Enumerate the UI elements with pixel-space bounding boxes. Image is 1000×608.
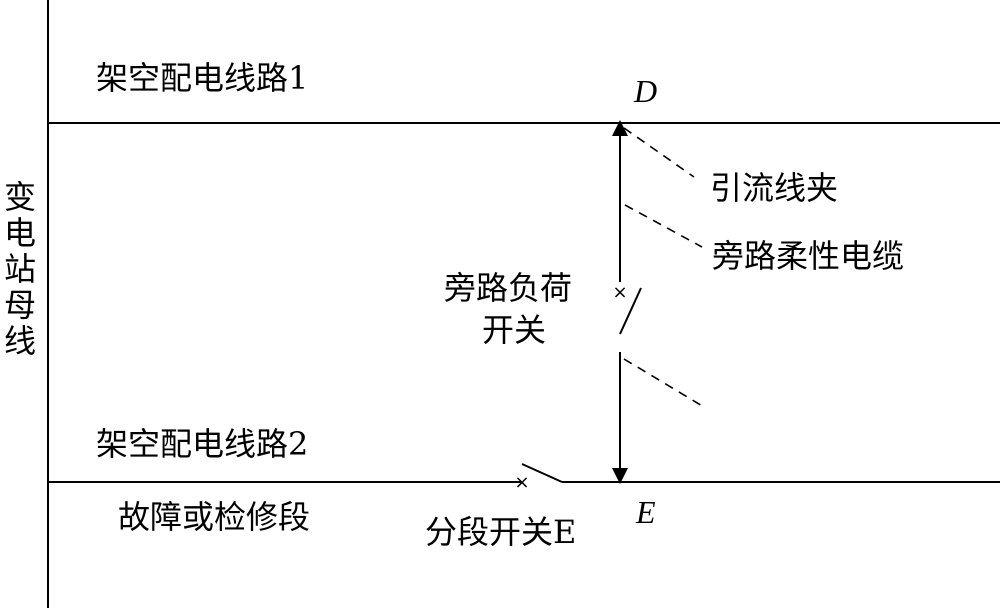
cable-label: 旁路柔性电缆 xyxy=(712,237,905,275)
point-d-label: D xyxy=(634,73,658,109)
section-switch-pivot-icon: × xyxy=(514,472,529,493)
section-switch-blade xyxy=(521,463,563,483)
cable-leader-line xyxy=(624,204,703,248)
load-switch-label-line1: 旁路负荷 xyxy=(444,269,573,307)
point-e-label: E xyxy=(636,494,656,530)
section-switch-label: 分段开关E xyxy=(425,513,577,551)
line1-label: 架空配电线路1 xyxy=(96,59,309,97)
line2-label: 架空配电线路2 xyxy=(96,425,309,463)
fault-section-label: 故障或检修段 xyxy=(118,498,311,536)
busbar-label: 变电站母线 xyxy=(0,180,37,360)
load-switch-pivot-icon: × xyxy=(612,282,627,303)
clamp-label: 引流线夹 xyxy=(710,169,839,207)
lower-leader-line xyxy=(623,358,705,408)
clamp-leader-line xyxy=(623,127,695,178)
load-switch-blade xyxy=(619,287,642,335)
load-switch-label-line2: 开关 xyxy=(482,311,547,349)
